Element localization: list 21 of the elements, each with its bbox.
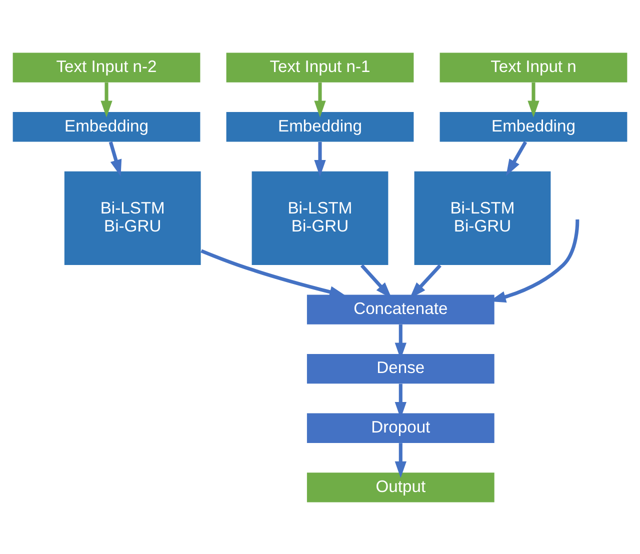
node-box: Text Input n-2: [12, 52, 200, 82]
node-box: Text Input n: [440, 52, 628, 82]
node-box: Output: [306, 472, 494, 502]
node-box: Bi-LSTM Bi-GRU: [64, 170, 201, 265]
arrow: [506, 140, 528, 176]
node-box: Embedding: [12, 112, 200, 142]
node-box: Concatenate: [306, 294, 494, 324]
arrow: [200, 248, 346, 298]
node-box: Dropout: [306, 412, 494, 442]
node-box: Bi-LSTM Bi-GRU: [252, 170, 388, 265]
node-box: Bi-LSTM Bi-GRU: [414, 170, 551, 265]
arrow: [108, 140, 122, 176]
node-box: Embedding: [440, 112, 628, 142]
arrow: [528, 82, 540, 117]
arrow: [394, 442, 406, 478]
arrow: [314, 141, 326, 176]
node-box: Text Input n-1: [226, 52, 414, 82]
arrow: [100, 82, 112, 117]
node-box: Dense: [306, 354, 494, 384]
node-box: Embedding: [226, 112, 414, 142]
arrow: [314, 82, 326, 117]
